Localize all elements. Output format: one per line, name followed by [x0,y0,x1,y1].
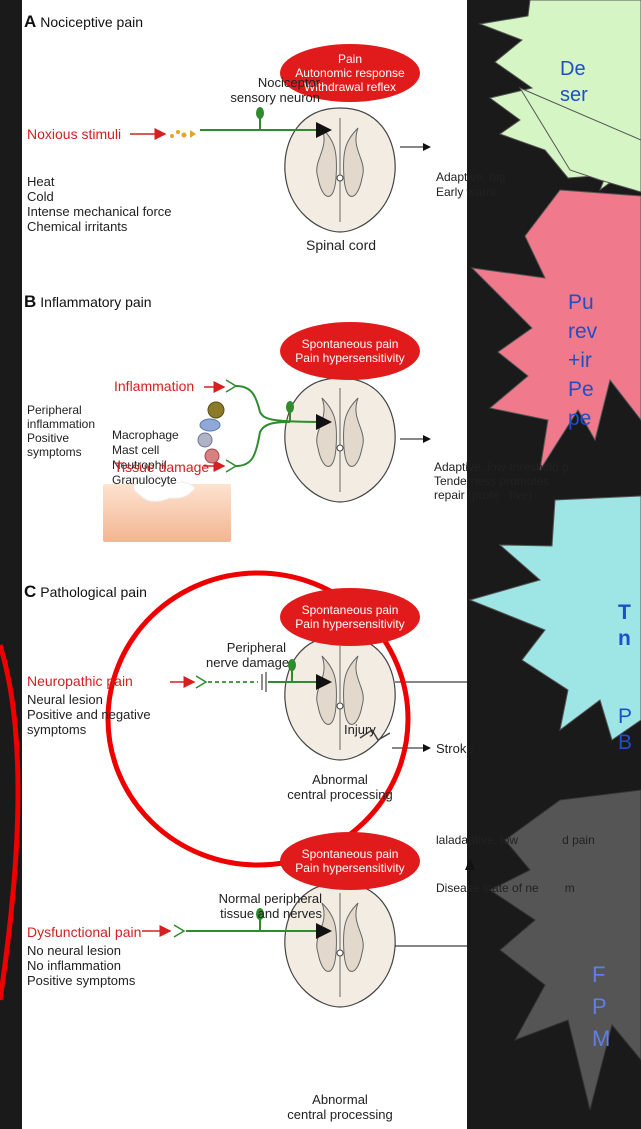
stimulus-particles [170,130,196,138]
spinal-cord-a [285,108,395,232]
neuropathic-details: Neural lesion Positive and negative symp… [27,692,151,737]
abnormal-processing-d: Abnormal central processing [284,1092,396,1122]
callout-cyan [470,496,641,740]
spinal-cord-c [285,636,395,760]
inflammation-label: Inflammation [114,378,194,394]
tissue-damage-label: Tissue damage [114,459,209,475]
normal-tissue-label: Normal peripheral tissue and nerves [192,891,322,921]
noxious-stimuli-label: Noxious stimuli [27,126,121,142]
dysfunctional-details: No neural lesion No inflammation Positiv… [27,943,135,988]
immune-cell-icons [198,402,224,463]
spinal-cord-b [285,378,395,502]
neuropathic-pain-label: Neuropathic pain [27,673,133,689]
callout-pink [472,190,641,470]
nociceptor-label: Nociceptor sensory neuron [230,75,320,105]
stroke-label: Stroke [436,741,474,756]
neuron-soma-a [256,107,264,119]
inflammation-fiber-lower [236,422,290,466]
spinal-cord-label: Spinal cord [306,238,376,253]
injury-label: Injury [344,722,376,737]
peripheral-inflammation-label: Peripheral inflammation Positive symptom… [27,403,95,459]
abnormal-processing-c: Abnormal central processing [284,772,396,802]
dysfunctional-pain-label: Dysfunctional pain [27,924,141,940]
nerve-damage-label: Peripheral nerve damage [206,640,286,670]
